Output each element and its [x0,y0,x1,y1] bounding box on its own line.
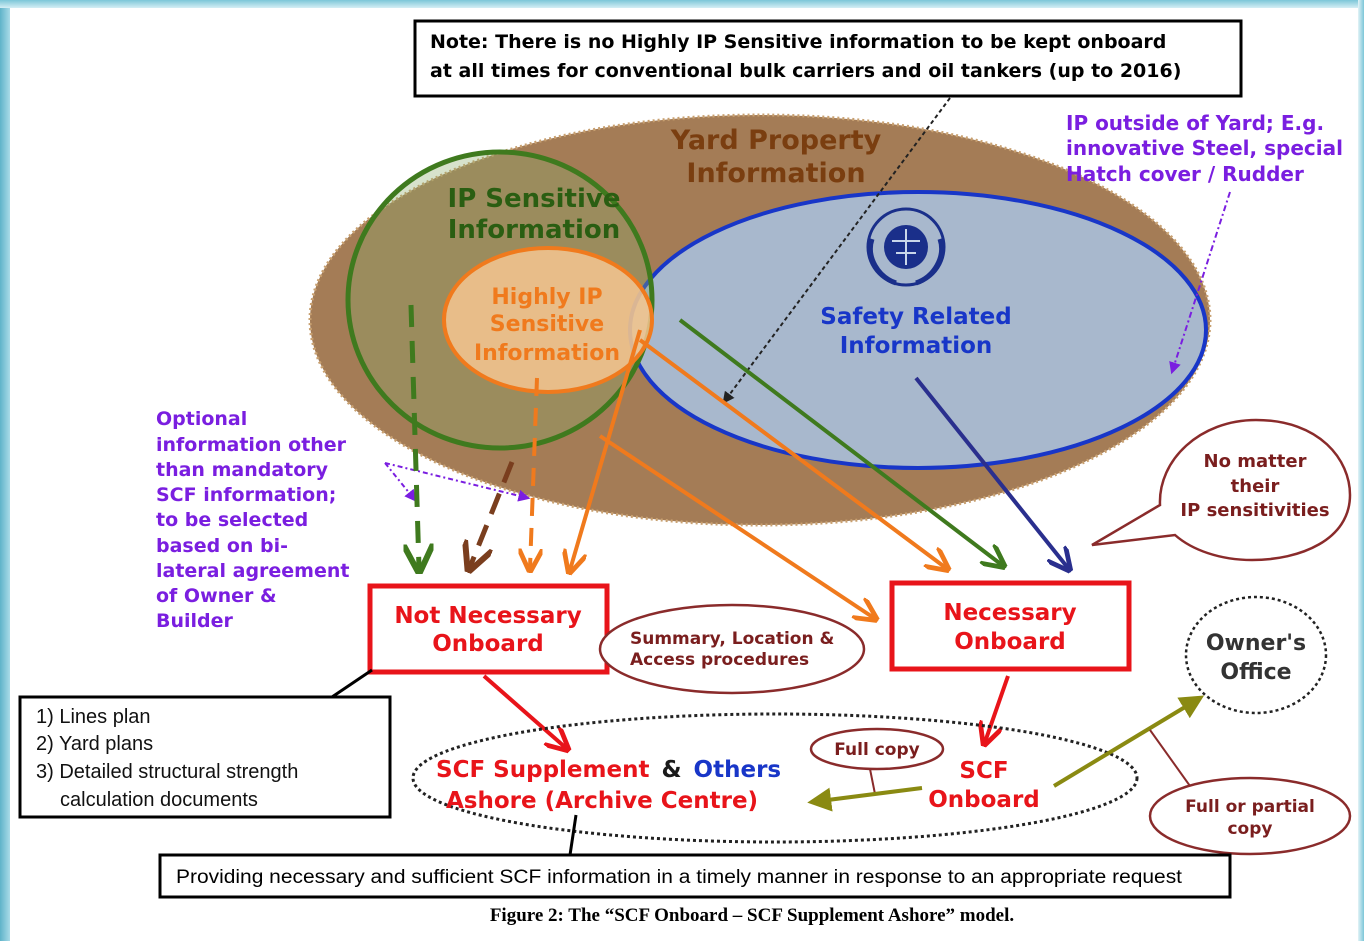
providing-text: Providing necessary and sufficient SCF i… [176,867,1183,888]
outside-yard-line1: IP outside of Yard; E.g. [1066,111,1324,135]
owner-line1: Owner's [1206,631,1306,656]
orange-arrow-to-summary [598,434,874,618]
list-item: calculation documents [60,789,258,811]
no-matter-line2: their [1231,476,1280,497]
list-connector [331,668,373,699]
providing-connector [568,814,578,856]
highly-ip-label-line3: Information [474,341,620,366]
optional-line: based on bi- [156,535,288,557]
no-matter-bubble [1091,418,1352,562]
highly-ip-label-line2: Sensitive [490,312,604,337]
supplement-amp: & [661,757,681,783]
scf-onboard-line2: Onboard [928,787,1040,813]
ip-dashed-arrow [411,304,419,568]
optional-line: lateral agreement [156,560,349,582]
note-text-line1: Note: There is no Highly IP Sensitive in… [430,31,1166,53]
note-text-line2: at all times for conventional bulk carri… [430,60,1181,82]
no-matter-line1: No matter [1204,451,1307,472]
full-partial-tail [1149,729,1191,787]
olive-arrow-to-owner [1052,695,1205,788]
not-necessary-line1: Not Necessary [394,603,581,629]
optional-info-text: Optional information other than mandator… [156,408,349,632]
optional-line: Builder [156,610,234,632]
full-copy-ellipse [809,727,945,771]
full-copy-tail [869,768,876,795]
supplement-part1: SCF Supplement [436,757,649,783]
optional-line: than mandatory [156,459,329,481]
figure-caption: Figure 2: The “SCF Onboard – SCF Supplem… [490,905,1014,926]
optional-line: SCF information; [156,484,336,506]
providing-box [158,853,1232,899]
owner-line2: Office [1220,660,1291,685]
not-necessary-line2: Onboard [432,631,544,657]
no-matter-line3: IP sensitivities [1180,500,1329,521]
optional-pointer-1 [384,462,417,502]
frame-right-border [1358,0,1364,941]
yard-label-line2: Information [686,158,865,189]
highly-ip-dashed-arrow [530,377,537,568]
note-pointer-arrow [722,97,951,404]
note-box [413,19,1243,98]
full-partial-ellipse [1148,776,1352,856]
supplement-line1: SCF Supplement & Others [436,757,781,783]
supplement-line2: Ashore (Archive Centre) [446,788,758,814]
optional-line: Optional [156,408,247,430]
frame-top-border [0,0,1364,8]
red-arrow-to-scf-onboard [985,675,1010,742]
yard-label-line1: Yard Property [670,125,882,156]
orange-arrow-to-not-necessary [570,329,642,570]
list-item: 1) Lines plan [36,706,151,728]
optional-line: of Owner & [156,585,277,607]
navy-arrow-to-necessary [914,376,1068,568]
green-arrow-to-necessary [678,318,1002,565]
document-list-box [18,695,392,819]
outside-yard-line3: Hatch cover / Rudder [1066,162,1304,186]
highly-ip-label-line1: Highly IP [491,285,602,310]
full-partial-line2: copy [1227,819,1272,839]
necessary-line1: Necessary [943,600,1076,626]
supplement-part2: Others [694,757,782,783]
safety-label-line1: Safety Related [820,304,1011,330]
ip-label-line2: Information [448,215,621,245]
list-item: 2) Yard plans [36,733,153,755]
frame-left-border [0,0,10,941]
necessary-line2: Onboard [954,629,1066,655]
summary-line1: Summary, Location & [630,629,834,649]
full-copy-label: Full copy [834,740,919,760]
highly-ip-ellipse [442,246,654,394]
owners-office-ellipse [1184,595,1328,715]
full-partial-line1: Full or partial [1185,797,1315,817]
necessary-box [889,580,1132,672]
outside-yard-pointer [1169,191,1231,375]
summary-line2: Access procedures [630,650,809,670]
optional-line: information other [156,434,347,456]
optional-pointer-2 [384,462,531,502]
outside-yard-line2: innovative Steel, special [1066,136,1343,160]
summary-ellipse [598,603,866,695]
list-item: 3) Detailed structural strength [36,761,298,783]
scf-onboard-line1: SCF [959,758,1008,784]
not-necessary-box [367,583,610,675]
orange-arrow-to-necessary [638,338,946,568]
un-imo-emblem-icon [866,207,946,287]
ip-label-line1: IP Sensitive [448,184,621,214]
red-arrow-to-supplement [482,674,566,748]
optional-line: to be selected [156,509,308,531]
safety-label-line2: Information [840,333,993,359]
olive-arrow-to-supplement [807,786,923,812]
archive-ellipse [411,712,1139,844]
brown-dashed-arrow [470,461,515,567]
